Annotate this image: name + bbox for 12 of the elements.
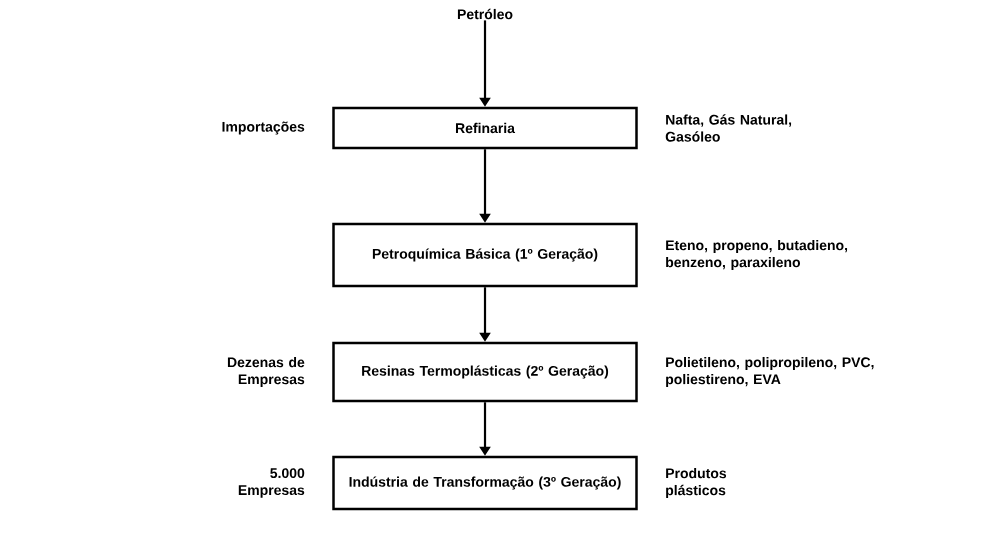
source-label: Petróleo <box>457 8 513 20</box>
side-note: Importações <box>222 121 305 135</box>
process-box: Petroquímica Básica (1º Geração) <box>332 222 638 288</box>
side-note: Nafta, Gás Natural, Gasóleo <box>665 114 792 142</box>
side-note: 5.000 Empresas <box>238 468 305 498</box>
side-note: Eteno, propeno, butadieno, benzeno, paraxileno <box>666 239 848 270</box>
side-note: Polietileno, polipropileno, PVC, poliestireno, EVA <box>666 356 874 387</box>
process-box: Resinas Termoplásticas (2º Geração) <box>332 341 638 403</box>
process-box: Refinaria <box>332 106 638 150</box>
side-note: Dezenas de Empresas <box>227 356 305 387</box>
process-box: Indústria de Transformação (3º Geração) <box>332 455 638 511</box>
side-note: Produtos plásticos <box>666 467 727 498</box>
